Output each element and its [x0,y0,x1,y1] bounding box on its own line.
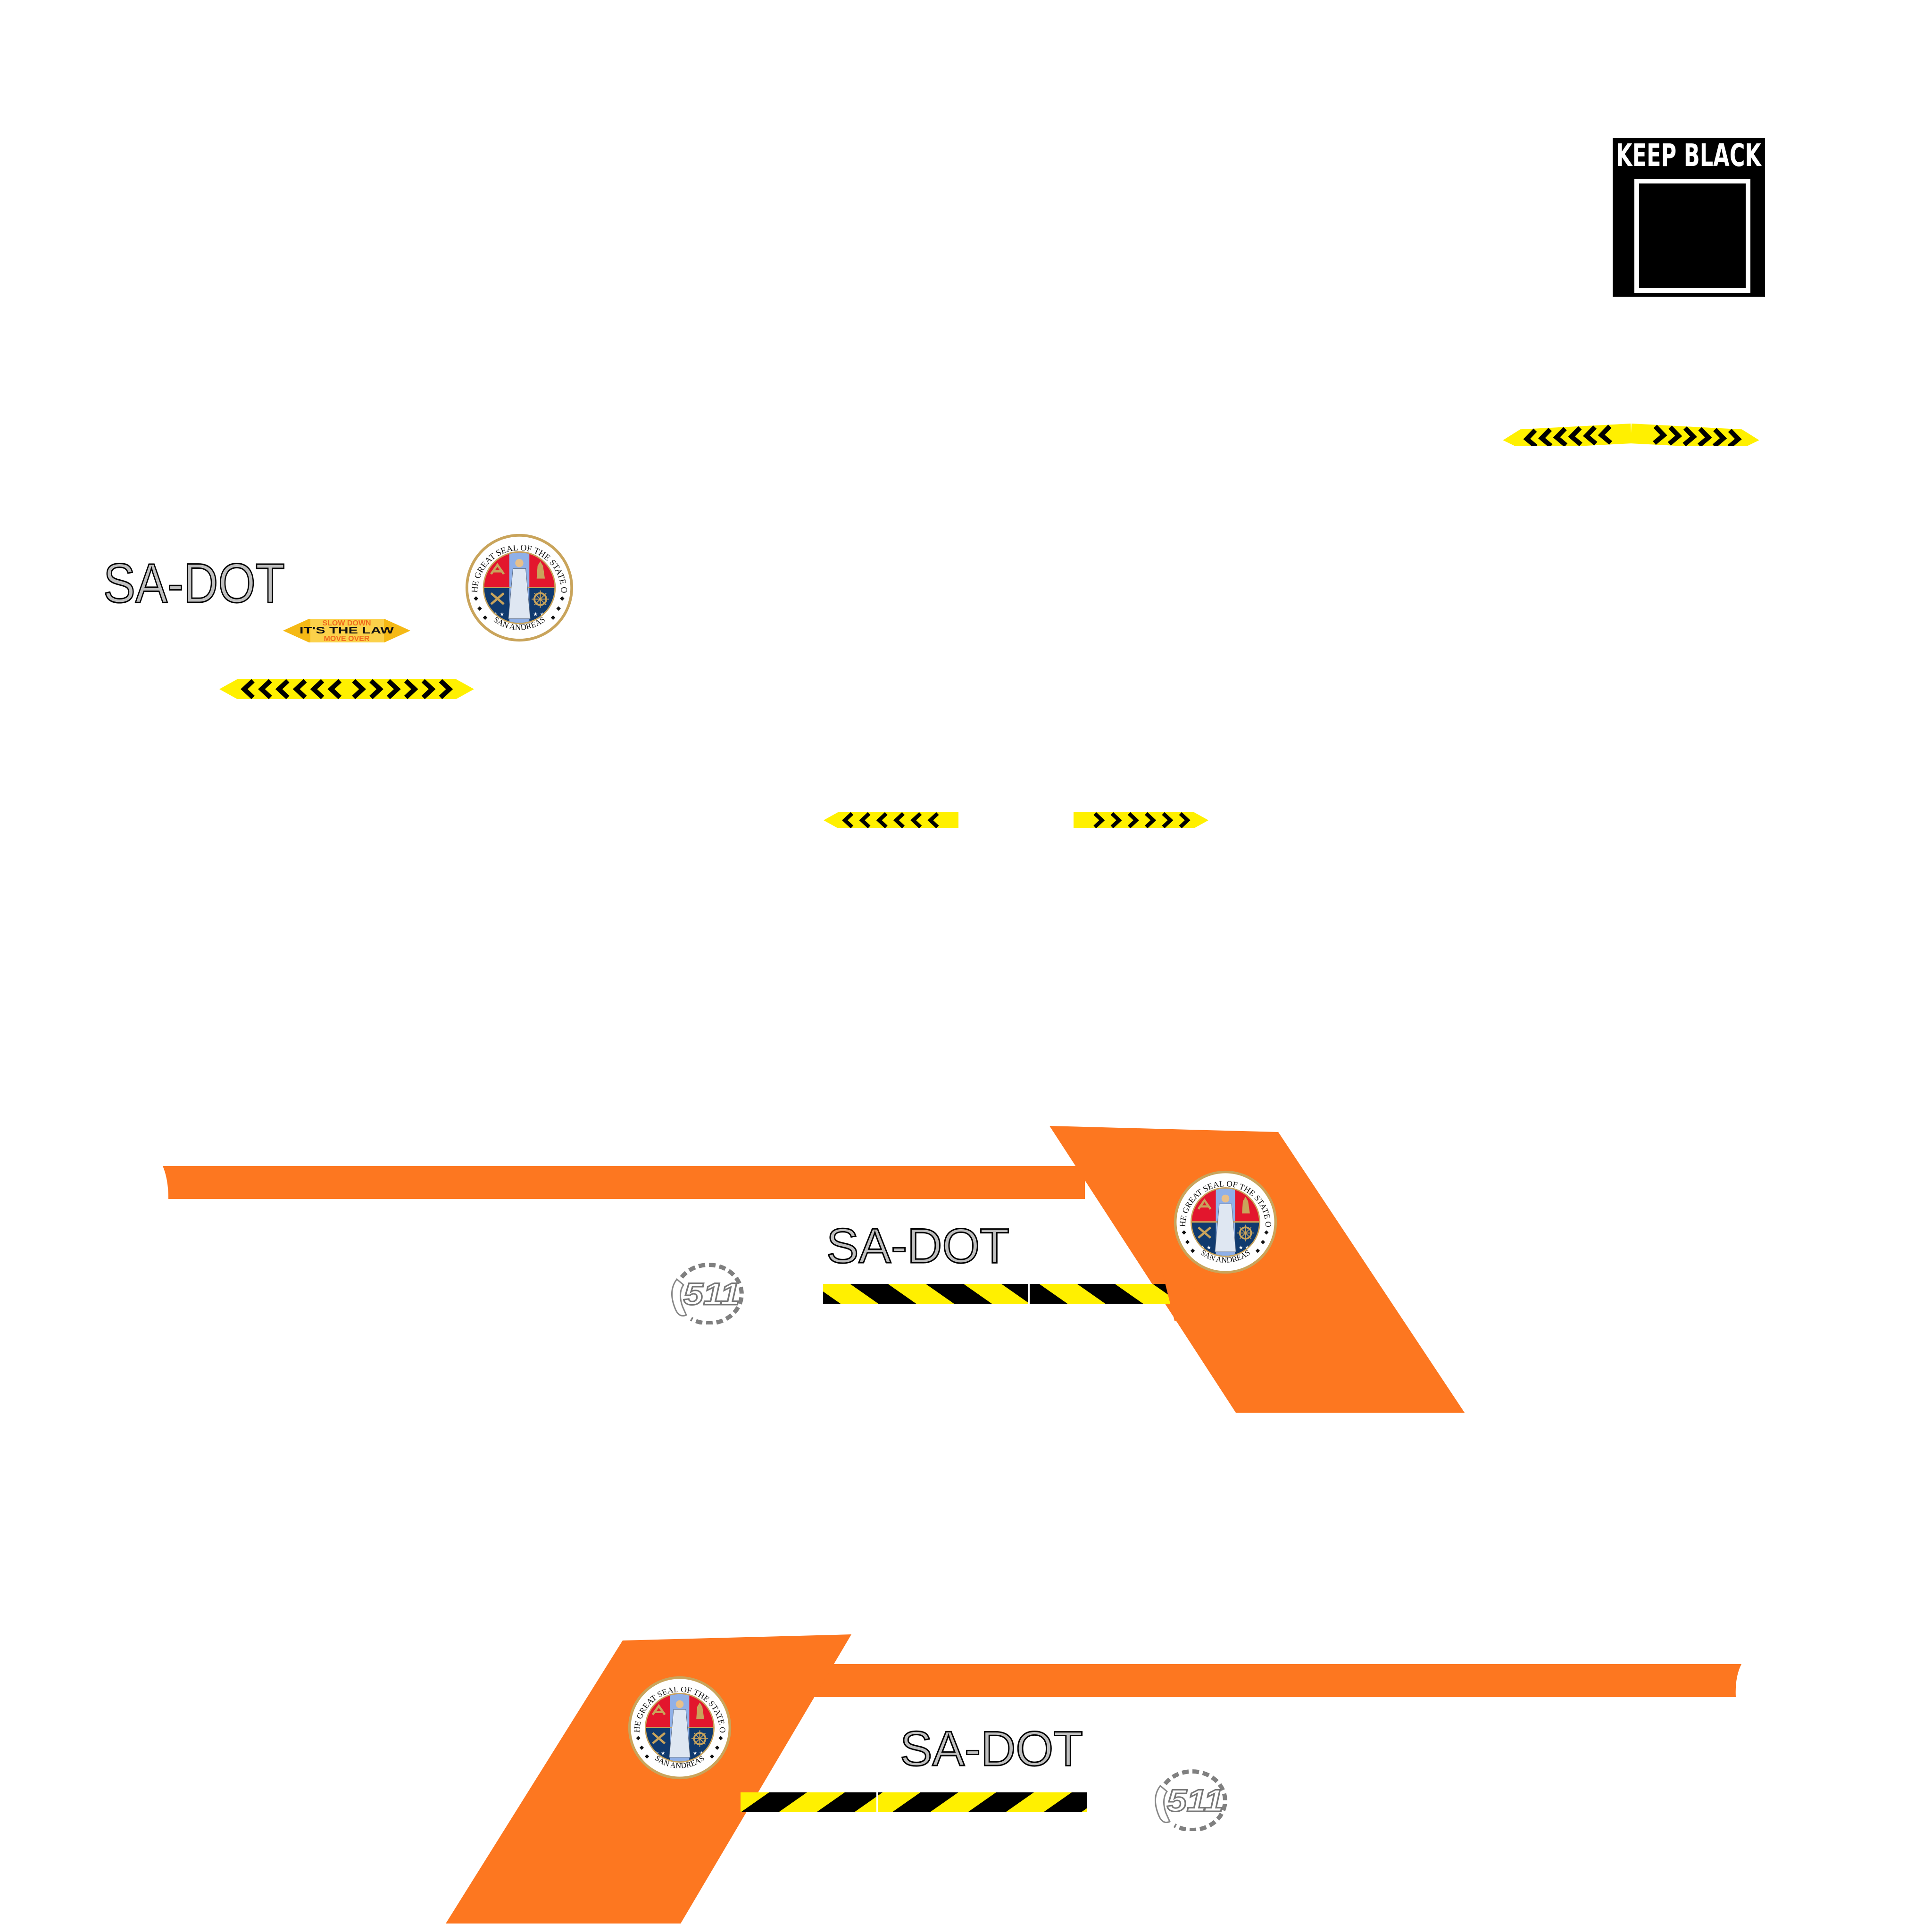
chevron-background [219,679,474,699]
left-chevron [292,679,307,699]
double-chevron-icon [1503,424,1759,446]
phone-icon [1155,1784,1171,1824]
hotline-number: 511 [1167,1783,1224,1818]
right-chevron [369,679,383,699]
left-chevron [310,679,325,699]
left-chevron [1598,425,1613,445]
right-chevron [1162,812,1174,828]
sign-line-2: IT'S THE LAW [300,625,394,636]
right-chevron [1127,812,1139,828]
hotline-511-upper: 511 [663,1258,762,1324]
straight-double-chevron-decal [219,679,474,699]
chevron-background [1503,424,1632,446]
chevron-background [1074,812,1208,828]
orange-slant-panel [446,1634,851,1924]
right-chevron [1093,812,1105,828]
right-chevron [404,679,418,699]
state-seal-small [465,533,574,642]
left-chevron [1568,426,1582,446]
left-chevron [1523,428,1538,446]
511-logo: 511 [671,1263,744,1324]
left-chevron [876,812,888,828]
chevron-background [1630,424,1759,446]
move-over-sign: SLOW DOWN IT'S THE LAW MOVE OVER [283,617,410,644]
keep-black-square [1634,179,1750,293]
agency-name: SA-DOT [900,1722,1083,1776]
livery-panel-left: SA-DOT [0,1604,1932,1932]
right-chevron [439,679,453,699]
agency-wordmark-small: SA-DOT [101,557,290,608]
right-chevron-decal [1074,812,1208,828]
agency-name: SA-DOT [103,557,285,608]
left-chevron [842,812,854,828]
sign-line-3: MOVE OVER [324,635,370,643]
seal-icon [465,533,574,642]
hotline-number: 511 [683,1276,740,1311]
chevron-background [824,812,958,828]
left-chevron [275,679,290,699]
left-chevron-decal [824,812,958,828]
left-chevron [1553,427,1568,446]
orange-slant-panel [1049,1126,1465,1413]
left-chevron [1538,427,1553,446]
double-chevron-icon [219,679,474,699]
right-chevron [1145,812,1157,828]
right-chevron-icon [1074,812,1208,828]
livery-panel-right: SA-DOT [0,1085,1932,1462]
left-chevron [241,679,255,699]
curved-double-chevron-decal [1503,413,1760,446]
right-chevron [1727,428,1742,446]
right-chevron [1653,425,1667,445]
state-seal-upper [1173,1170,1278,1274]
keep-black-label: KEEP BLACK [1616,138,1762,174]
right-chevron [1667,425,1682,446]
state-seal-lower [627,1675,732,1780]
right-chevron [1179,812,1191,828]
right-chevron [352,679,366,699]
seal-icon [627,1675,732,1780]
left-chevron [1582,425,1598,446]
hazard-stripe [741,1792,1087,1812]
left-chevron [910,812,922,828]
orange-stripe [163,1166,1085,1199]
keep-black-graphic: KEEP BLACK [1616,138,1762,293]
ring-icon [680,1263,744,1324]
right-chevron [1682,426,1697,446]
right-chevron [1712,428,1727,446]
left-chevron [258,679,272,699]
right-chevron [387,679,401,699]
phone-icon [671,1278,687,1317]
left-chevron [927,812,939,828]
keep-black-swatch: KEEP BLACK [1613,138,1765,297]
sign-line-1: SLOW DOWN [322,619,371,627]
511-logo: 511 [1155,1769,1227,1831]
ring-icon [1163,1769,1227,1831]
left-chevron [859,812,871,828]
left-chevron-icon [824,812,958,828]
hotline-511-lower: 511 [1146,1765,1245,1831]
right-chevron [1110,812,1122,828]
left-chevron [327,679,342,699]
right-chevron [421,679,436,699]
seal-icon [1173,1170,1278,1274]
agency-name: SA-DOT [826,1219,1009,1274]
hazard-stripe [823,1284,1170,1304]
left-chevron [893,812,905,828]
orange-stripe [783,1664,1741,1697]
right-chevron [1698,427,1712,446]
